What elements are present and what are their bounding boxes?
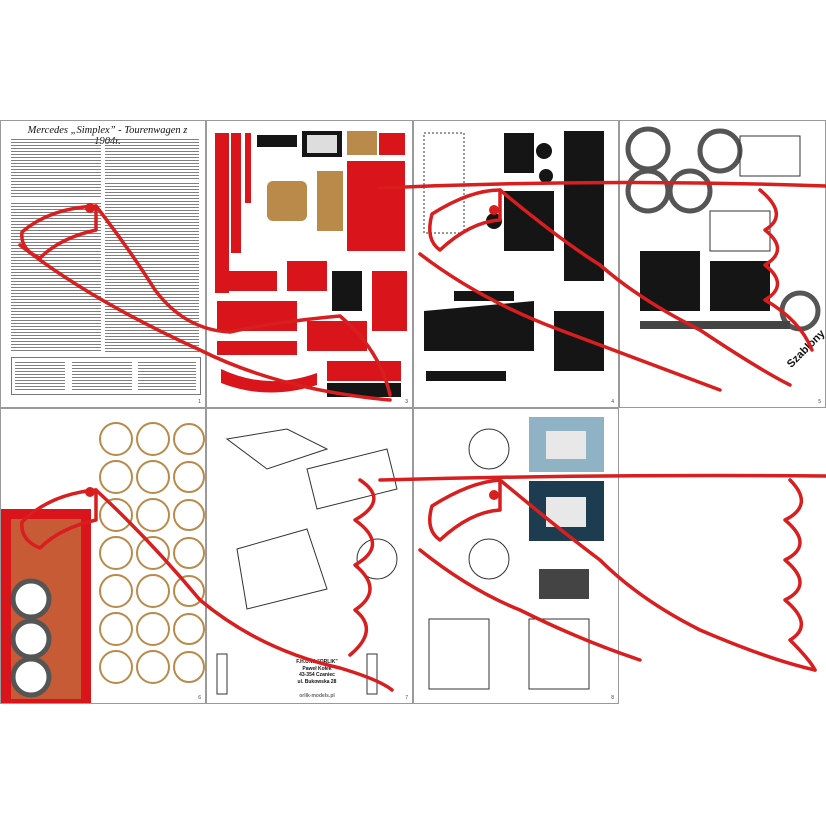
page-number: 7	[405, 695, 408, 701]
page-number: 4	[611, 399, 614, 405]
page-number: 3	[405, 399, 408, 405]
publisher-url[interactable]: orlik-models.pl	[299, 693, 335, 699]
legend-table	[11, 357, 201, 395]
publisher-block: F.H.U.W. "ORLIK" Paweł Kołek 43-354 Czan…	[272, 659, 362, 685]
page-number: 1	[198, 399, 201, 405]
parts-drawing	[215, 131, 407, 397]
page-number: 6	[198, 695, 201, 701]
assembly-drawing	[428, 417, 604, 690]
parts-sheet-page-5: Szablony 5	[619, 120, 826, 408]
text-column	[105, 139, 199, 179]
wheels-sheet-page-6: 6	[0, 408, 206, 704]
instruction-sheet-page-1: Mercedes „Simplex” - Tourenwagen z 1904r…	[0, 120, 206, 408]
page-number: 8	[611, 695, 614, 701]
parts-drawing	[423, 131, 604, 381]
page-number: 5	[818, 399, 821, 405]
assembly-sheet-page-7: F.H.U.W. "ORLIK" Paweł Kołek 43-354 Czan…	[206, 408, 413, 704]
text-column	[11, 203, 101, 353]
wheels-drawing	[1, 422, 205, 703]
text-column	[105, 183, 199, 353]
publisher-street: ul. Bukowska 28	[297, 678, 337, 685]
text-column	[11, 139, 101, 199]
parts-sheet-page-3: 3	[206, 120, 413, 408]
parts-sheet-page-4: 4	[413, 120, 619, 408]
assembly-sheet-page-8: 8	[413, 408, 619, 704]
